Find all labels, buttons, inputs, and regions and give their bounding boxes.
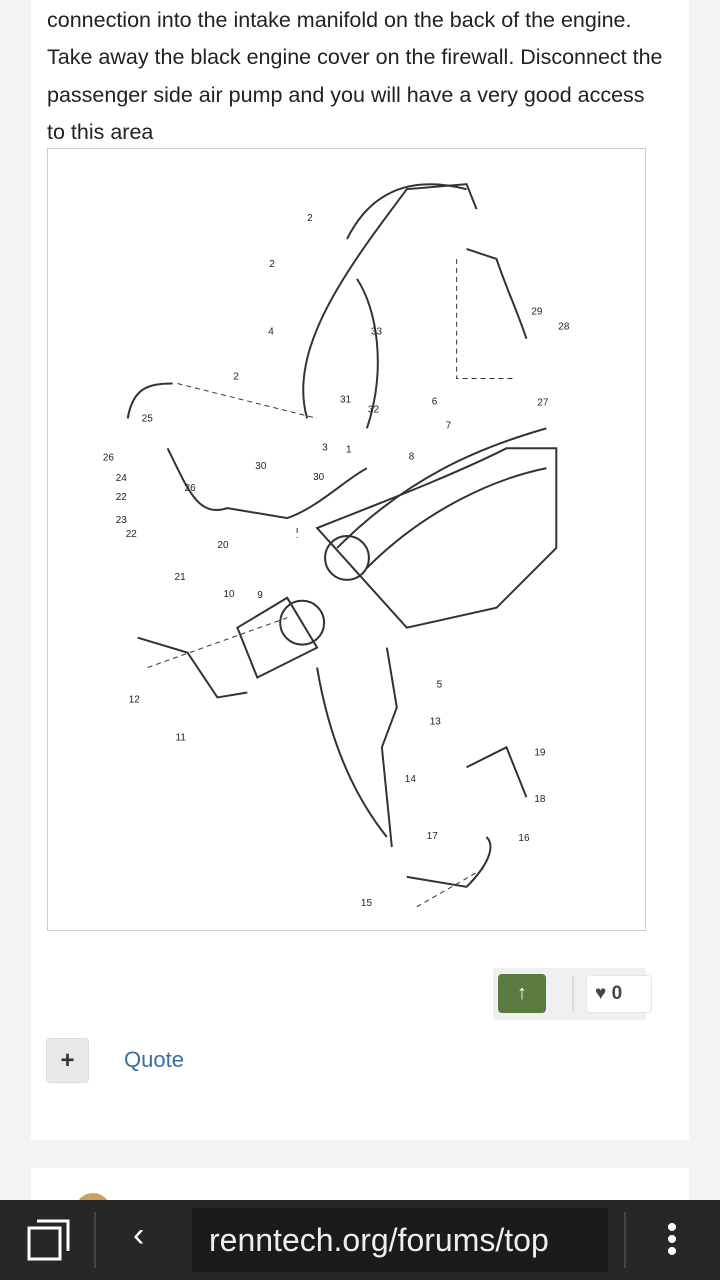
part-label: 7 <box>446 420 452 431</box>
part-label: 32 <box>368 404 380 415</box>
multiquote-button[interactable]: + <box>46 1038 89 1083</box>
upvote-button[interactable]: ↑ <box>498 974 546 1013</box>
part-label: 9 <box>257 590 263 601</box>
divider <box>94 1212 96 1268</box>
part-label: 16 <box>518 833 530 844</box>
part-label: 14 <box>405 774 417 785</box>
reaction-bar: ↑ ♥ 0 <box>493 968 652 1020</box>
url-bar[interactable]: renntech.org/forums/top <box>192 1208 608 1272</box>
chevron-left-icon[interactable]: ‹ <box>133 1216 145 1254</box>
part-label: 12 <box>129 694 141 705</box>
quote-link[interactable]: Quote <box>124 1047 184 1072</box>
tabs-icon[interactable] <box>27 1218 71 1262</box>
part-label: 11 <box>176 732 187 743</box>
part-label: 17 <box>427 831 439 842</box>
part-label: 19 <box>534 747 546 758</box>
part-label: 26 <box>103 452 115 463</box>
part-label: 21 <box>175 572 187 583</box>
part-label: 22 <box>126 529 138 540</box>
arrow-up-icon: ↑ <box>517 982 527 1004</box>
part-label: 23 <box>116 515 128 526</box>
part-label: 3 <box>322 442 328 453</box>
part-label: 31 <box>340 394 352 405</box>
part-label: 20 <box>217 540 229 551</box>
part-label: 1 <box>346 444 352 455</box>
part-label: 30 <box>255 461 267 472</box>
part-label: 15 <box>361 898 373 909</box>
part-label: 2 <box>269 259 275 270</box>
part-label: 33 <box>371 327 383 338</box>
part-label: 2 <box>307 213 313 224</box>
divider <box>624 1212 626 1268</box>
like-count: 0 <box>611 983 623 1004</box>
part-label: 24 <box>116 473 128 484</box>
part-label: 22 <box>116 492 128 503</box>
part-label: 30 <box>313 472 325 483</box>
part-label: 25 <box>142 413 154 424</box>
heart-icon: ♥ <box>595 983 607 1004</box>
divider <box>572 976 574 1011</box>
like-button[interactable]: ♥ 0 <box>586 975 652 1013</box>
part-label: 2 <box>233 372 239 383</box>
part-label: 29 <box>531 307 543 318</box>
post-text: connection into the intake manifold on t… <box>47 8 663 144</box>
part-label: 5 <box>437 680 443 691</box>
part-label: 13 <box>430 716 442 727</box>
part-label: 8 <box>409 451 415 462</box>
part-label: 10 <box>223 589 235 600</box>
part-label: 6 <box>432 396 438 407</box>
intake-manifold-diagram[interactable]: 2 2 4 2 33 31 32 3 1 30 30 6 7 8 29 28 2… <box>47 148 646 931</box>
part-label: 4 <box>268 327 274 338</box>
diagram-drawing: 2 2 4 2 33 31 32 3 1 30 30 6 7 8 29 28 2… <box>103 183 570 909</box>
part-label: 28 <box>558 322 570 333</box>
more-vertical-icon[interactable]: ••• <box>666 1211 678 1268</box>
part-number-labels: 2 2 4 2 33 31 32 3 1 30 30 6 7 8 29 28 2… <box>103 213 570 909</box>
part-label: 26 <box>185 483 197 494</box>
part-label: 18 <box>534 794 546 805</box>
part-label: 27 <box>537 397 549 408</box>
